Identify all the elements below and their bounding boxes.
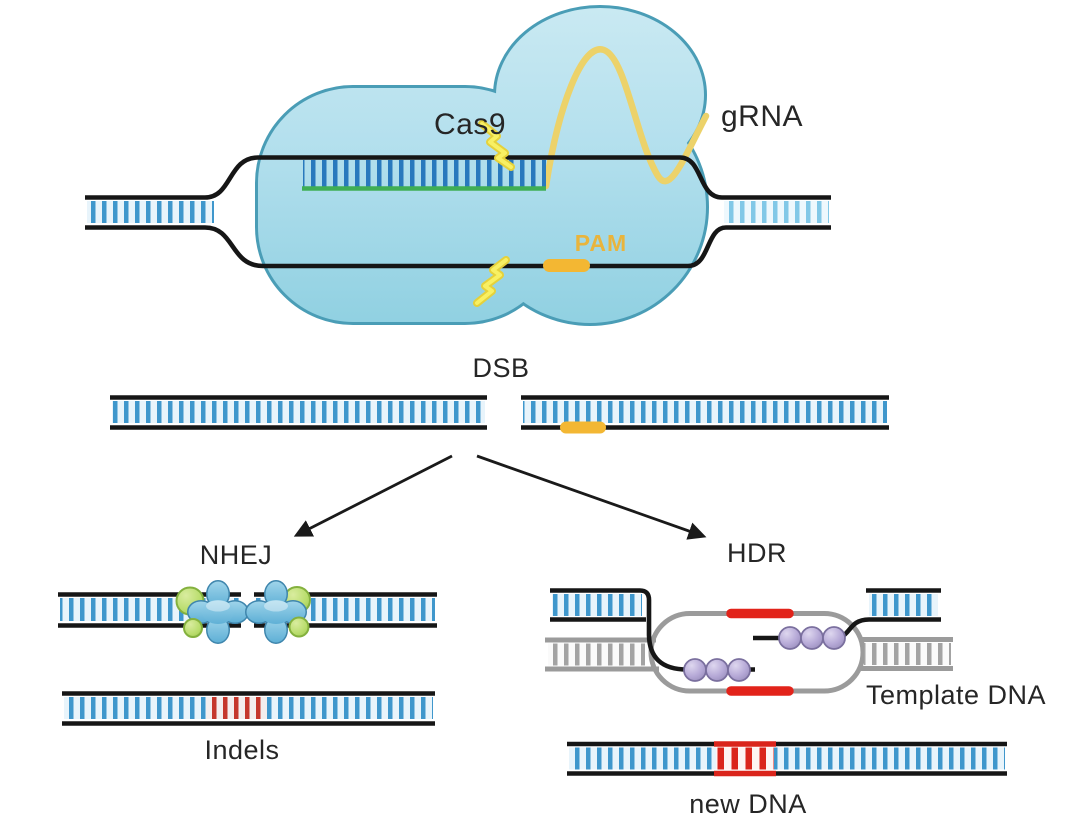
indels-label: Indels — [204, 735, 279, 765]
pam-label: PAM — [575, 230, 627, 256]
hdr-label: HDR — [727, 538, 787, 568]
polymerase-beads-upper — [778, 626, 846, 650]
grna-strand — [542, 46, 710, 190]
dsb-right-fragment — [521, 395, 889, 434]
invading-strand-lower — [550, 588, 755, 672]
cut-bolt-bottom-icon — [473, 256, 510, 307]
template-dna-label: Template DNA — [866, 680, 1046, 710]
new-dna — [567, 741, 1007, 777]
dsb-left-fragment — [110, 395, 487, 430]
pam-site-dsb — [560, 421, 606, 434]
template-rungs-left — [548, 643, 645, 666]
polymerase-beads-lower — [683, 658, 751, 682]
new-dna-insert — [716, 747, 774, 770]
arrow-to-hdr — [476, 454, 707, 540]
dsb-label: DSB — [472, 353, 529, 383]
nhej-complex-left — [175, 580, 249, 644]
cas9-label: Cas9 — [434, 108, 506, 141]
grna-label: gRNA — [721, 100, 803, 133]
dna-strand-bottom — [85, 225, 831, 269]
cut-bolt-top-icon — [478, 120, 515, 171]
indel-region — [206, 697, 267, 719]
nhej-complex-right — [245, 580, 311, 644]
nhej-label: NHEJ — [200, 540, 273, 570]
pam-site — [543, 259, 590, 272]
new-dna-label: new DNA — [689, 789, 807, 819]
template-bubble — [648, 611, 866, 694]
hdr-left-fragment — [550, 588, 755, 672]
arrow-to-nhej — [293, 454, 453, 537]
target-dna — [85, 155, 831, 269]
indels-dna — [62, 691, 435, 726]
dna-strand-top — [85, 155, 831, 200]
template-rungs-right — [864, 643, 951, 665]
